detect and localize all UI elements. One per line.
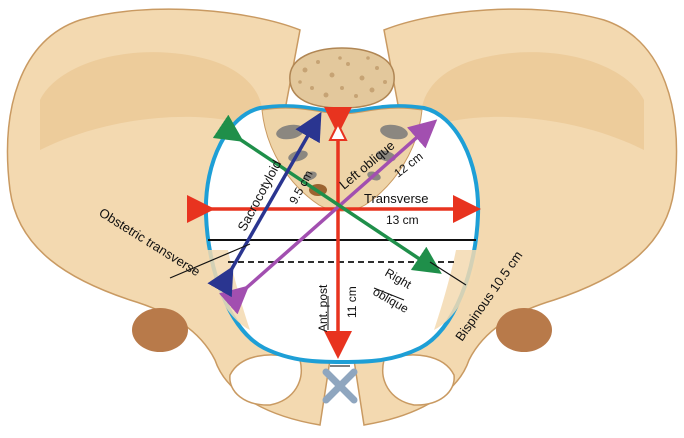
obstetric-transverse-pointer <box>169 243 251 279</box>
ant-post-value: 11 cm <box>345 286 359 318</box>
symphysis-x-icon <box>322 365 358 404</box>
bispinous-pointer <box>429 261 467 286</box>
sacral-vertebra <box>289 47 395 109</box>
transverse-label: Transverse <box>364 191 429 206</box>
right-oblique-underline <box>373 287 405 301</box>
transverse-value: 13 cm <box>386 213 419 227</box>
ant-post-label: Ant. post <box>316 284 330 332</box>
